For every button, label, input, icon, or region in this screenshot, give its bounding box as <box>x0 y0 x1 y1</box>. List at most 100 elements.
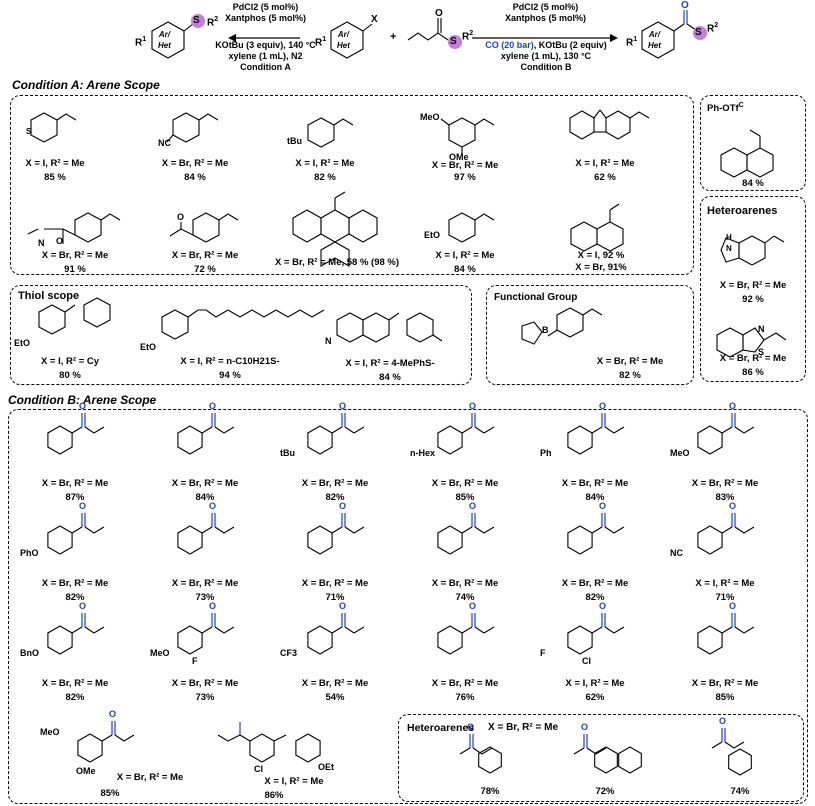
cond-a-4-yield: 97 % <box>454 172 476 183</box>
bond-hb3 <box>711 741 723 749</box>
cond-b-11-yield: 82% <box>585 592 605 603</box>
fg-cond: X = Br, R² = Me <box>596 356 664 367</box>
cond-b-9-yield: 71% <box>325 592 345 603</box>
cond-b-8-cond: X = Br, R² = Me <box>171 578 239 589</box>
left-r1-label: R1 <box>135 36 147 49</box>
s-methyl-6 <box>734 426 755 434</box>
cond-b-18-yield: 85% <box>715 692 735 703</box>
carbonyl-o-2: O <box>209 401 217 411</box>
bond-hb2 <box>573 747 585 755</box>
hetero-a-2-cond: X = Br, R² = Me <box>719 353 787 364</box>
ring-b-10 <box>437 525 463 555</box>
plus-sign: + <box>390 31 397 43</box>
right-s-label: S <box>695 27 702 38</box>
hetero-a-1-yield: 92 % <box>742 294 764 305</box>
s-methyl-20 <box>217 734 241 742</box>
ring-b-14 <box>177 625 203 655</box>
bond-2 <box>201 426 213 434</box>
mid-ring-label: Ar/Het <box>337 30 350 50</box>
ring-b-7 <box>47 525 73 555</box>
cond-b-2-cond: X = Br, R² = Me <box>171 478 239 489</box>
thioester-s-label: S <box>450 36 457 47</box>
s-methyl-16 <box>474 626 495 634</box>
bond-6 <box>721 426 733 434</box>
carbonyl-o-7: O <box>79 501 87 511</box>
hetero-b-title: Heteroarenes <box>407 722 475 734</box>
cond-b-8-yield: 73% <box>195 592 215 603</box>
left-r2-label: R2 <box>207 16 219 29</box>
carbonyl-o-6: O <box>729 401 737 411</box>
cond-b-14-yield: 73% <box>195 692 215 703</box>
cond-a-1-yield: 85 % <box>44 172 66 183</box>
bond-17 <box>591 626 603 634</box>
amide-o-label: O <box>56 236 64 246</box>
nh-label: N <box>38 238 45 248</box>
s-methyl-13 <box>84 626 105 634</box>
cond-b-9-cond: X = Br, R² = Me <box>301 578 369 589</box>
ring-b-1 <box>47 425 73 455</box>
left-product-structure <box>151 10 707 59</box>
bond-7 <box>71 526 83 534</box>
ph-otf-yield: 84 % <box>742 178 764 189</box>
cond-a-6-yield: 91 % <box>64 264 86 275</box>
s-methyl-7 <box>84 526 105 534</box>
thiol-2-yield: 94 % <box>219 370 241 381</box>
hetero-b-3-yield: 74% <box>730 786 750 797</box>
cond-b-1-cond: X = Br, R² = Me <box>41 478 109 489</box>
right-r1-label: R1 <box>626 36 638 49</box>
cond-b-text: PdCl2 (5 mol%) Xantphos (5 mol%) <box>504 2 586 23</box>
hetero-b-cond: X = Br, R² = Me <box>488 722 559 733</box>
cond-a-3-yield: 82 % <box>314 172 336 183</box>
s-methyl-hb2 <box>586 747 607 755</box>
cond-b-13-cond: X = Br, R² = Me <box>41 678 109 689</box>
cond-b-1-yield: 87% <box>65 492 85 503</box>
cond-b-20-cond: X = I, R² = Me <box>264 776 324 787</box>
thioester-o-label: O <box>435 8 443 19</box>
cond-b-11-cond: X = Br, R² = Me <box>561 578 629 589</box>
carbonyl-o-9: O <box>339 501 347 511</box>
thiol-2-eto: EtO <box>140 342 157 352</box>
hetero-b-1-yield: 78% <box>480 786 500 797</box>
cond-a-structures <box>27 109 787 358</box>
carbonyl-o-3: O <box>339 401 347 411</box>
thiol-1-eto: EtO <box>14 338 31 348</box>
carbonyl-o-18: O <box>729 601 737 611</box>
thiol-3-yield: 84 % <box>379 372 401 383</box>
sub-b-14: MeO <box>150 648 170 658</box>
ring-b-5 <box>567 425 593 455</box>
mid-r1-label: R1 <box>315 36 327 49</box>
ch2-bond-20 <box>273 734 287 742</box>
heteroarenes-box <box>700 196 806 382</box>
ome-label: OMe <box>449 152 469 162</box>
s-methyl-hb3 <box>724 741 745 749</box>
ketone-o-label: O <box>177 212 185 222</box>
bond-8 <box>201 526 213 534</box>
thiol-2-cond: X = I, R² = n-C10H21S- <box>180 356 280 367</box>
functional-group-title: Functional Group <box>494 292 578 303</box>
cond-b-box <box>8 409 808 804</box>
s-methyl-2 <box>214 426 235 434</box>
cond-b-2-yield: 84% <box>195 492 215 503</box>
cond-a-7-yield: 72 % <box>194 264 216 275</box>
ring-b-8 <box>177 525 203 555</box>
cond-a-header: Condition A: Arene Scope <box>12 78 160 92</box>
cond-b-15-yield: 54% <box>325 692 345 703</box>
carbonyl-o-12: O <box>729 501 737 511</box>
boron-label: B <box>542 325 549 335</box>
ring-b-16 <box>437 625 463 655</box>
bond-9 <box>331 526 343 534</box>
cond-a-text: PdCl2 (5 mol%) Xantphos (5 mol%) <box>224 2 306 23</box>
cond-a-10-cond: X = I, 92 % <box>577 250 625 261</box>
sub-b-6: MeO <box>670 448 690 458</box>
btz-s-label: S <box>758 347 765 357</box>
sub-b-12: NC <box>670 548 683 558</box>
fg-yield: 82 % <box>619 370 641 381</box>
cond-a-4-cond: X = Br, R² = Me <box>431 160 499 171</box>
bond-14 <box>201 626 213 634</box>
carbonyl-o-hb1: O <box>467 722 475 732</box>
cn-label: NC <box>158 138 171 148</box>
cond-a-2-cond: X = Br, R² = Me <box>161 158 229 169</box>
cond-b-7-cond: X = Br, R² = Me <box>41 578 109 589</box>
carbonyl-o-17: O <box>599 601 607 611</box>
bond-4 <box>461 426 473 434</box>
